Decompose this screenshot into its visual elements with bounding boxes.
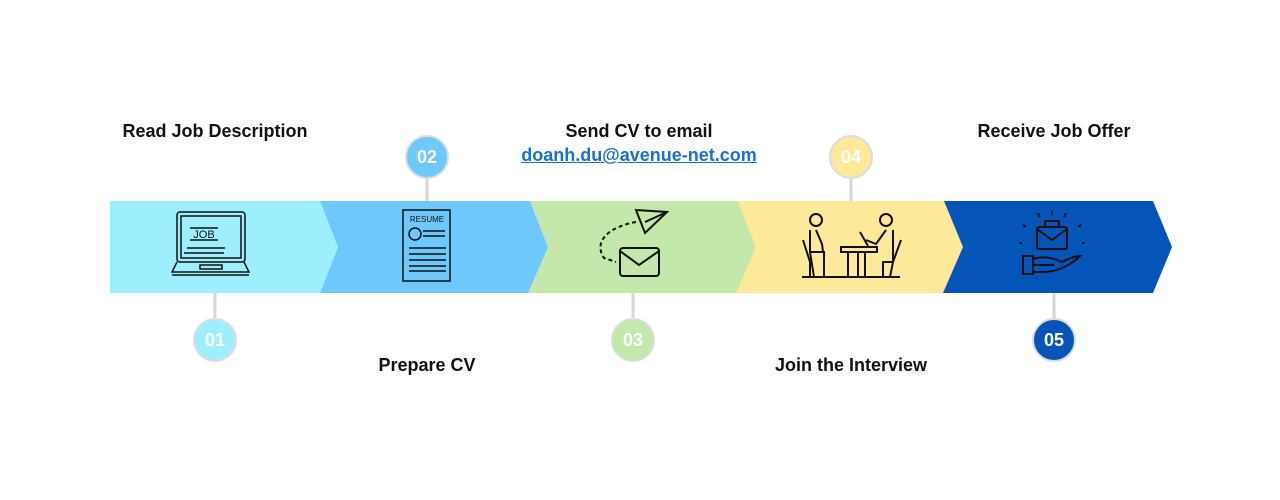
resume-icon: RESUME: [402, 209, 451, 282]
interview-icon: [802, 213, 902, 278]
step-02-badge: 02: [405, 135, 449, 179]
step-05-label: Receive Job Offer: [977, 121, 1131, 141]
svg-text:RESUME: RESUME: [410, 215, 444, 224]
send-mail-icon: [599, 208, 670, 277]
step-03-badge: 03: [611, 318, 655, 362]
segment-05: [943, 201, 1172, 293]
step-04-label: Join the Interview: [774, 355, 928, 375]
step-05-badge: 05: [1032, 318, 1076, 362]
job-offer-icon: [1019, 211, 1085, 275]
segment-02: [320, 201, 548, 293]
step-02-label: Prepare CV: [378, 355, 476, 375]
step-04-badge: 04: [829, 135, 873, 179]
step-03-label: Send CV to email: [565, 121, 713, 141]
segment-01: [110, 201, 338, 293]
step-01-label: Read Job Description: [122, 121, 308, 141]
step-01-badge: 01: [193, 318, 237, 362]
email-link[interactable]: doanh.du@avenue-net.com: [521, 145, 757, 165]
laptop-job-icon: JOB: [170, 211, 251, 276]
svg-text:JOB: JOB: [193, 229, 214, 241]
